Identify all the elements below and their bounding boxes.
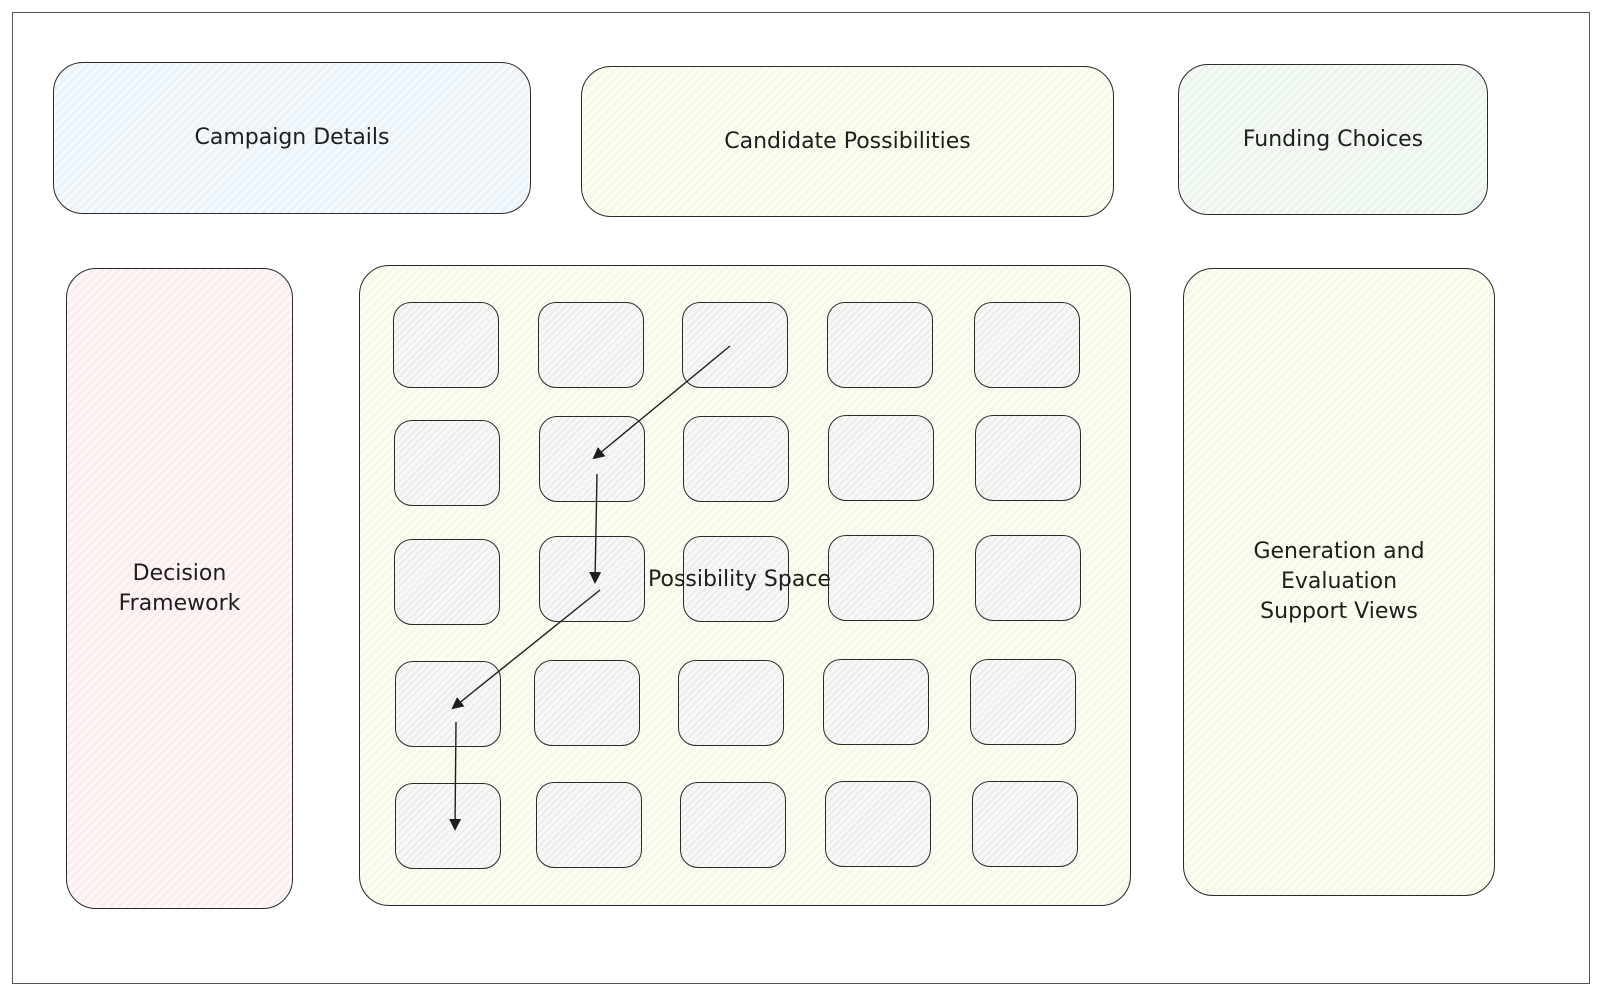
funding-choices-label: Funding Choices [1242, 126, 1424, 152]
campaign-details-label: Campaign Details [194, 125, 390, 151]
grid-cell [680, 782, 786, 868]
grid-cell [534, 660, 640, 746]
grid-cell [974, 302, 1080, 388]
grid-cell [970, 659, 1076, 745]
grid-cell [536, 782, 642, 868]
grid-cell [538, 302, 644, 388]
grid-cell [395, 783, 501, 869]
support-views-box: Generation and Evaluation Support Views [1183, 268, 1495, 896]
grid-cell [975, 535, 1081, 621]
grid-cell [827, 302, 933, 388]
campaign-details-box: Campaign Details [53, 62, 531, 214]
grid-cell [683, 536, 789, 622]
decision-framework-label: Decision Framework [118, 560, 241, 616]
support-views-label: Generation and Evaluation Support Views [1253, 539, 1425, 624]
funding-choices-box: Funding Choices [1178, 64, 1488, 215]
diagram-frame [12, 12, 1590, 984]
decision-framework-box: Decision Framework [66, 268, 293, 909]
candidate-possibilities-box: Candidate Possibilities [581, 66, 1114, 217]
grid-cell [825, 781, 931, 867]
grid-cell [678, 660, 784, 746]
grid-cell [972, 781, 1078, 867]
grid-cell [394, 539, 500, 625]
grid-cell [975, 415, 1081, 501]
possibility-space-label: Possibility Space [648, 567, 831, 592]
arrow-4 [449, 721, 462, 831]
grid-cell [828, 415, 934, 501]
grid-cell [823, 659, 929, 745]
arrow-3 [451, 589, 601, 710]
candidate-possibilities-label: Candidate Possibilities [724, 128, 971, 154]
grid-cell [682, 302, 788, 388]
arrow-1 [592, 345, 731, 460]
grid-cell [828, 535, 934, 621]
grid-cell [394, 420, 500, 506]
grid-cell [395, 661, 501, 747]
grid-cell [683, 416, 789, 502]
arrow-2 [589, 473, 602, 584]
grid-cell [393, 302, 499, 388]
